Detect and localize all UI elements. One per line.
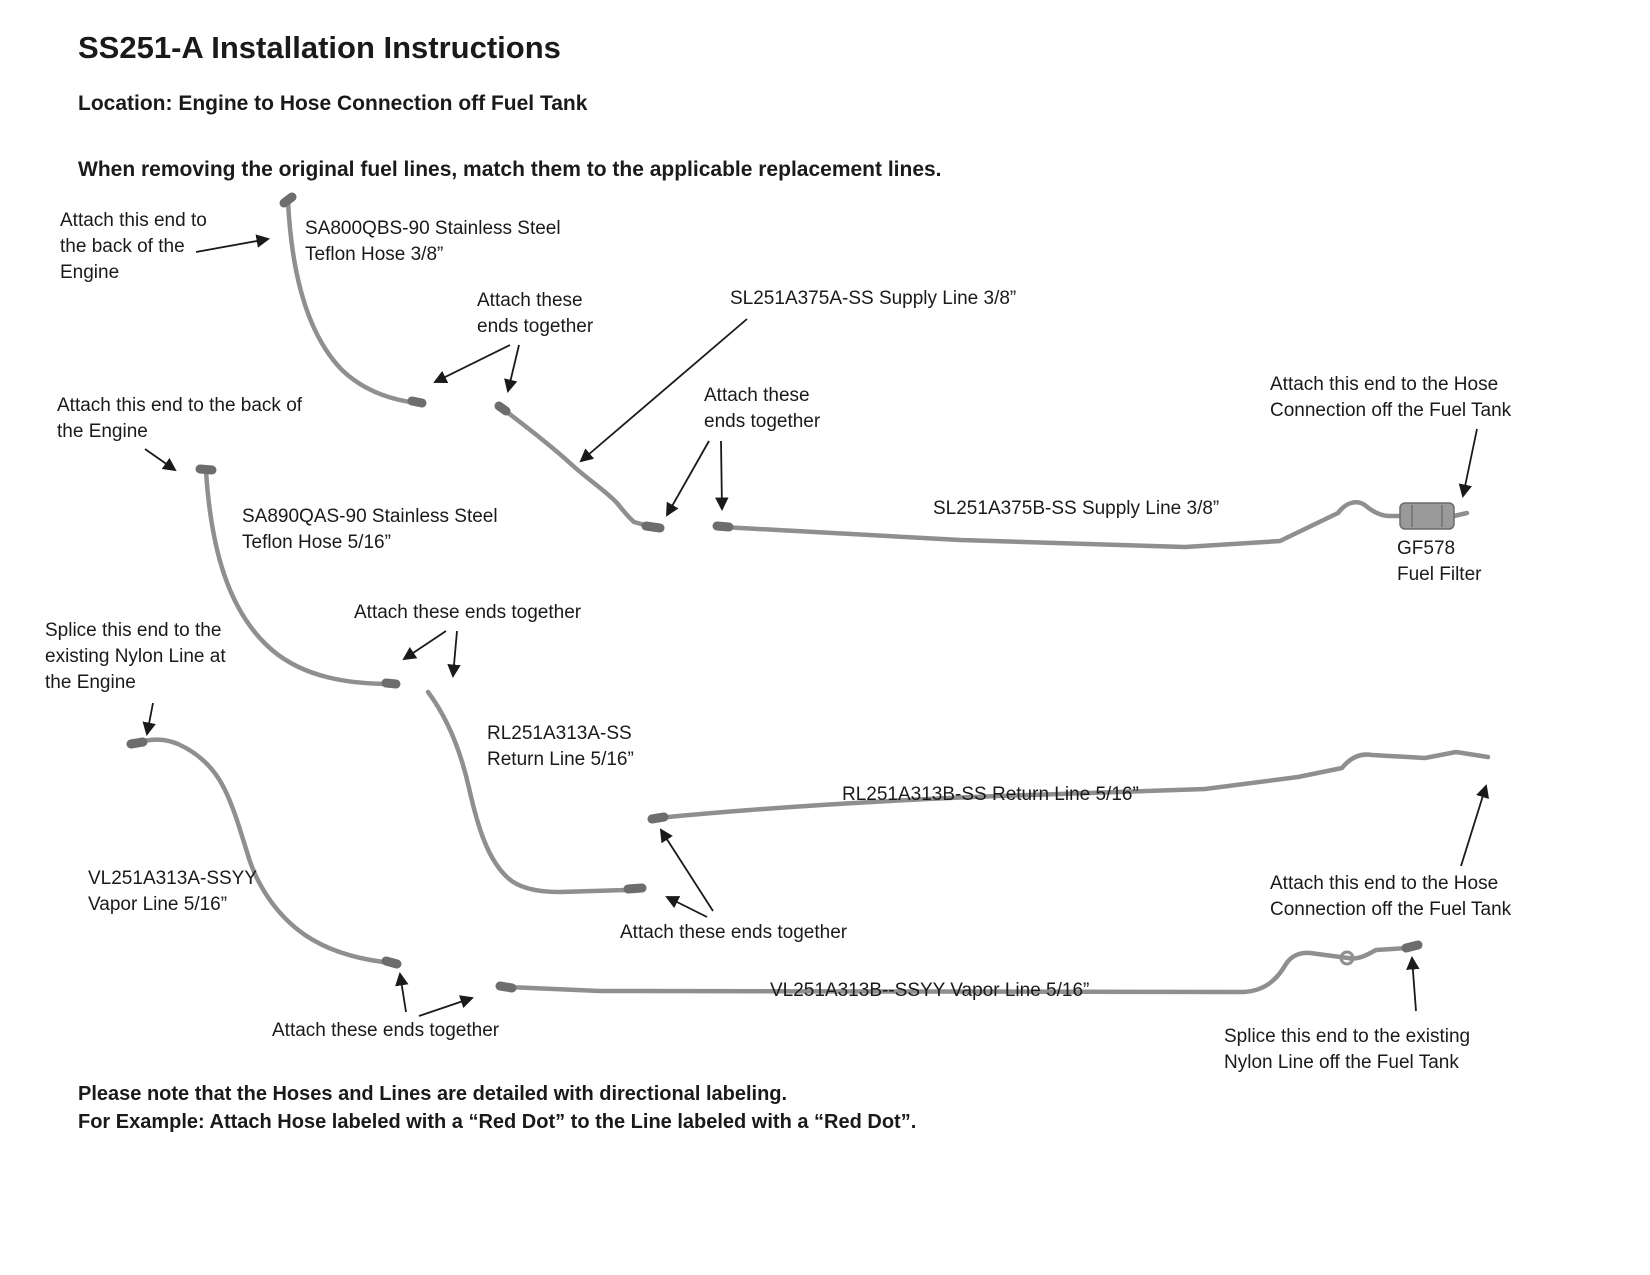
label-attach-fuel-tank-1: Attach this end to the Hose Connection o…: [1270, 374, 1512, 422]
fitting: [641, 521, 665, 533]
label-supply-a: SL251A375A-SS Supply Line 3/8”: [730, 288, 1017, 309]
label-hose-a: SA800QBS-90 Stainless Steel Teflon Hose …: [305, 218, 561, 266]
fitting: [126, 737, 148, 749]
arrow: [665, 896, 708, 918]
footer-notes: Please note that the Hoses and Lines are…: [78, 1080, 916, 1137]
fitting: [381, 678, 401, 689]
label-attach-together-3: Attach these ends together: [354, 602, 582, 623]
fitting: [407, 396, 427, 408]
arrow: [402, 630, 447, 661]
label-fuel-filter: GF578 Fuel Filter: [1397, 538, 1482, 586]
label-attach-together-4: Attach these ends together: [620, 922, 848, 943]
arrow: [142, 702, 156, 736]
vapor-line-b-path: [504, 945, 1410, 995]
fitting: [279, 192, 297, 208]
fitting: [623, 883, 647, 894]
label-return-a: RL251A313A-SS Return Line 5/16”: [487, 723, 634, 771]
fitting: [195, 464, 217, 475]
page-title: SS251-A Installation Instructions: [78, 30, 561, 65]
arrow: [579, 318, 748, 463]
fitting: [495, 981, 517, 993]
arrow: [504, 344, 520, 393]
label-attach-engine-2: Attach this end to the back of the Engin…: [57, 395, 303, 443]
label-hose-b: SA890QAS-90 Stainless Steel Teflon Hose …: [242, 506, 498, 554]
arrow: [418, 995, 474, 1017]
footer-note-1: Please note that the Hoses and Lines are…: [78, 1083, 788, 1105]
fuel-filter-shape: [1399, 502, 1455, 530]
label-splice-engine: Splice this end to the existing Nylon Li…: [45, 620, 226, 694]
arrow: [1406, 955, 1420, 1012]
fitting: [381, 956, 402, 969]
fittings-group: [126, 192, 1423, 993]
footer-note-2: For Example: Attach Hose labeled with a …: [78, 1111, 917, 1134]
arrow: [1458, 428, 1478, 498]
return-line-a-path: [425, 689, 629, 895]
supply-line-a-path: [500, 406, 655, 530]
hose-sa800qbs-path: [285, 198, 420, 406]
intro-text: When removing the original fuel lines, m…: [78, 158, 942, 181]
arrow: [715, 440, 729, 512]
location-subtitle: Location: Engine to Hose Connection off …: [78, 92, 588, 115]
fitting: [712, 521, 734, 532]
fitting: [647, 812, 669, 824]
fitting: [1401, 940, 1423, 953]
arrow: [447, 630, 461, 679]
label-vapor-a: VL251A313A-SSYY Vapor Line 5/16”: [88, 868, 258, 916]
label-attach-together-2: Attach these ends together: [704, 385, 821, 433]
arrow-annotations-group: [142, 234, 1490, 1017]
label-vapor-b: VL251A313B--SSYY Vapor Line 5/16”: [770, 980, 1090, 1001]
label-attach-together-5: Attach these ends together: [272, 1020, 500, 1041]
arrow: [195, 234, 270, 253]
fitting: [494, 401, 511, 416]
hose-sa890qas-path: [203, 468, 395, 687]
vapor-line-a-path: [134, 737, 395, 966]
arrow: [144, 448, 177, 472]
arrow: [666, 440, 710, 517]
label-splice-fuel-tank: Splice this end to the existing Nylon Li…: [1224, 1026, 1471, 1074]
label-supply-b: SL251A375B-SS Supply Line 3/8”: [933, 498, 1220, 519]
arrow: [659, 828, 714, 912]
fuel-filter-stub-path: [1451, 510, 1470, 519]
label-attach-fuel-tank-2: Attach this end to the Hose Connection o…: [1270, 873, 1512, 921]
return-line-b-path: [655, 749, 1491, 821]
fuel-lines-group: [134, 198, 1491, 995]
vapor-line-clip: [1339, 950, 1355, 966]
arrow: [1460, 784, 1490, 867]
label-attach-together-1: Attach these ends together: [477, 290, 594, 338]
label-return-b: RL251A313B-SS Return Line 5/16”: [842, 784, 1139, 805]
arrow: [395, 971, 409, 1013]
supply-line-b-path: [720, 499, 1403, 550]
label-attach-engine-1: Attach this end to the back of the Engin…: [60, 210, 207, 284]
arrow: [433, 344, 511, 383]
